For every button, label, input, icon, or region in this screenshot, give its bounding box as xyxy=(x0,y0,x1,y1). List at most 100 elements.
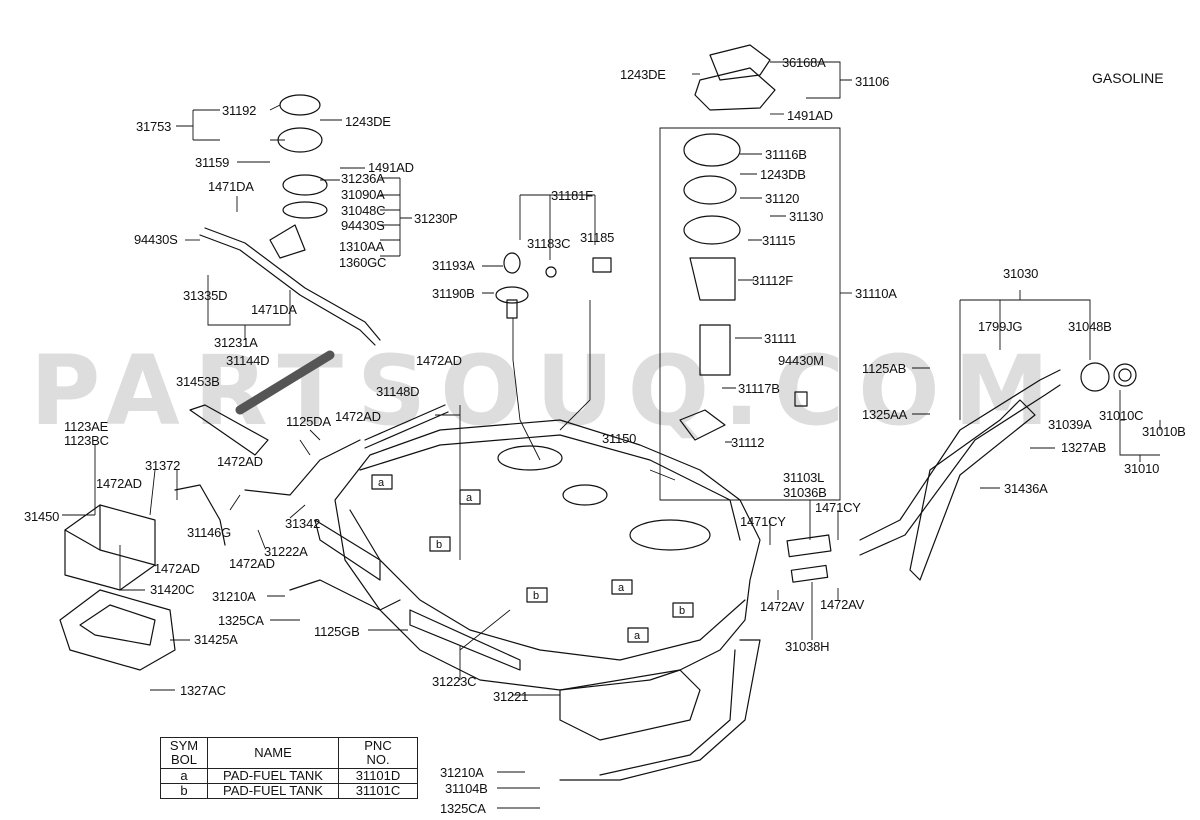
callout-1491AD-2[interactable]: 1491AD xyxy=(368,160,414,175)
callout-1472AD[interactable]: 1472AD xyxy=(416,353,462,368)
callout-1472AD-2[interactable]: 1472AD xyxy=(335,409,381,424)
callout-31112F[interactable]: 31112F xyxy=(752,273,793,288)
callout-31372[interactable]: 31372 xyxy=(145,458,181,473)
callout-31130[interactable]: 31130 xyxy=(789,209,824,224)
callout-1310AA[interactable]: 1310AA xyxy=(339,239,385,254)
callout-31450[interactable]: 31450 xyxy=(24,509,60,524)
legend-pnc[interactable]: 31101D xyxy=(338,768,418,784)
callout-1125GB[interactable]: 1125GB xyxy=(314,624,360,639)
callout-94430S-2[interactable]: 94430S xyxy=(134,232,178,247)
legend-symbol: b xyxy=(160,783,208,799)
callout-1472AV-2[interactable]: 1472AV xyxy=(820,597,865,612)
callout-31183C[interactable]: 31183C xyxy=(527,236,571,251)
callout-1123BC[interactable]: 1123BC xyxy=(64,433,109,448)
callout-31038H[interactable]: 31038H xyxy=(785,639,830,654)
callout-31010B[interactable]: 31010B xyxy=(1142,424,1186,439)
callout-1327AB[interactable]: 1327AB xyxy=(1061,440,1107,455)
callout-1325CA[interactable]: 1325CA xyxy=(218,613,264,628)
legend-name: PAD-FUEL TANK xyxy=(207,783,339,799)
callout-31120[interactable]: 31120 xyxy=(765,191,800,206)
callout-31104B[interactable]: 31104B xyxy=(445,781,488,796)
callout-31112[interactable]: 31112 xyxy=(731,435,765,450)
callout-31342[interactable]: 31342 xyxy=(285,516,321,531)
callout-1471CY[interactable]: 1471CY xyxy=(815,500,861,515)
callout-31753[interactable]: 31753 xyxy=(136,119,172,134)
legend-header-pnc-text: PNC NO. xyxy=(364,738,392,767)
callout-31185[interactable]: 31185 xyxy=(580,230,615,245)
callout-1125DA[interactable]: 1125DA xyxy=(286,414,331,429)
callout-31335D[interactable]: 31335D xyxy=(183,288,228,303)
callout-1360GC[interactable]: 1360GC xyxy=(339,255,387,270)
callout-31039A[interactable]: 31039A xyxy=(1048,417,1092,432)
callout-1243DE-2[interactable]: 1243DE xyxy=(345,114,391,129)
canister-shield xyxy=(59,589,176,671)
fuel-tank-outline xyxy=(334,419,761,691)
callout-31103L[interactable]: 31103L xyxy=(783,470,825,485)
symbol-legend-table: SYM BOL NAME PNC NO. a PAD-FUEL TANK 311… xyxy=(160,737,418,799)
callout-1472AD-6[interactable]: 1472AD xyxy=(154,561,200,576)
callout-31420C[interactable]: 31420C xyxy=(150,582,195,597)
callout-94430M[interactable]: 94430M xyxy=(778,353,824,368)
callout-31116B[interactable]: 31116B xyxy=(765,147,807,162)
callout-31210A[interactable]: 31210A xyxy=(212,589,256,604)
callout-1472AD-4[interactable]: 1472AD xyxy=(96,476,142,491)
callout-1472AV[interactable]: 1472AV xyxy=(760,599,805,614)
legend-pnc[interactable]: 31101C xyxy=(338,783,418,799)
callout-1471DA[interactable]: 1471DA xyxy=(208,179,254,194)
callout-31048B[interactable]: 31048B xyxy=(1068,319,1112,334)
callout-31436A[interactable]: 31436A xyxy=(1004,481,1048,496)
callout-31146G[interactable]: 31146G xyxy=(187,525,232,540)
callout-1799JG[interactable]: 1799JG xyxy=(978,319,1023,334)
callout-31231A[interactable]: 31231A xyxy=(214,335,258,350)
callout-31036B[interactable]: 31036B xyxy=(783,485,827,500)
callout-1325AA[interactable]: 1325AA xyxy=(862,407,908,422)
svg-text:a: a xyxy=(634,630,641,642)
callout-94430S[interactable]: 94430S xyxy=(341,218,385,233)
callout-31106[interactable]: 31106 xyxy=(855,74,890,89)
callout-31144D[interactable]: 31144D xyxy=(226,353,270,368)
callout-1491AD[interactable]: 1491AD xyxy=(787,108,833,123)
svg-text:a: a xyxy=(618,582,625,594)
callout-1471DA-2[interactable]: 1471DA xyxy=(251,302,297,317)
callout-1327AC[interactable]: 1327AC xyxy=(180,683,226,698)
callout-1471CY-2[interactable]: 1471CY xyxy=(740,514,786,529)
callout-31111[interactable]: 31111 xyxy=(764,331,797,346)
svg-text:b: b xyxy=(533,590,539,602)
callout-31048C[interactable]: 31048C xyxy=(341,203,386,218)
vent-tube-31231A xyxy=(199,234,376,346)
callout-31236A[interactable]: 31236A xyxy=(341,171,385,186)
callout-31193A[interactable]: 31193A xyxy=(432,258,475,273)
callout-31090A[interactable]: 31090A xyxy=(341,187,385,202)
callout-31221[interactable]: 31221 xyxy=(493,689,529,704)
callout-31117B[interactable]: 31117B xyxy=(738,381,780,396)
protector-31453B xyxy=(189,404,269,456)
callout-31159[interactable]: 31159 xyxy=(195,155,230,170)
legend-header-row: SYM BOL NAME PNC NO. xyxy=(160,737,418,769)
callout-1472AD-3[interactable]: 1472AD xyxy=(217,454,263,469)
callout-31148D[interactable]: 31148D xyxy=(376,384,420,399)
callout-31010C[interactable]: 31010C xyxy=(1099,408,1144,423)
callout-1325CA-2[interactable]: 1325CA xyxy=(440,801,486,816)
callout-31453B[interactable]: 31453B xyxy=(176,374,220,389)
callout-31115[interactable]: 31115 xyxy=(762,233,796,248)
callout-31222A[interactable]: 31222A xyxy=(264,544,308,559)
callout-1123AE[interactable]: 1123AE xyxy=(64,419,109,434)
callout-31181F[interactable]: 31181F xyxy=(551,188,593,203)
callout-31150[interactable]: 31150 xyxy=(602,431,637,446)
callout-31230P[interactable]: 31230P xyxy=(414,211,458,226)
callout-31030[interactable]: 31030 xyxy=(1003,266,1039,281)
gasket-31116B xyxy=(683,133,741,167)
callout-31010[interactable]: 31010 xyxy=(1124,461,1160,476)
callout-31223C[interactable]: 31223C xyxy=(432,674,477,689)
callout-36168A[interactable]: 36168A xyxy=(782,55,826,70)
callout-31425A[interactable]: 31425A xyxy=(194,632,238,647)
callout-31190B[interactable]: 31190B xyxy=(432,286,475,301)
callout-1243DE[interactable]: 1243DE xyxy=(620,67,666,82)
callout-1243DB[interactable]: 1243DB xyxy=(760,167,806,182)
callout-1125AB[interactable]: 1125AB xyxy=(862,361,907,376)
callout-31192[interactable]: 31192 xyxy=(222,103,257,118)
callout-1472AD-5[interactable]: 1472AD xyxy=(229,556,275,571)
callout-31210A-2[interactable]: 31210A xyxy=(440,765,484,780)
callout-31110A[interactable]: 31110A xyxy=(855,286,897,301)
